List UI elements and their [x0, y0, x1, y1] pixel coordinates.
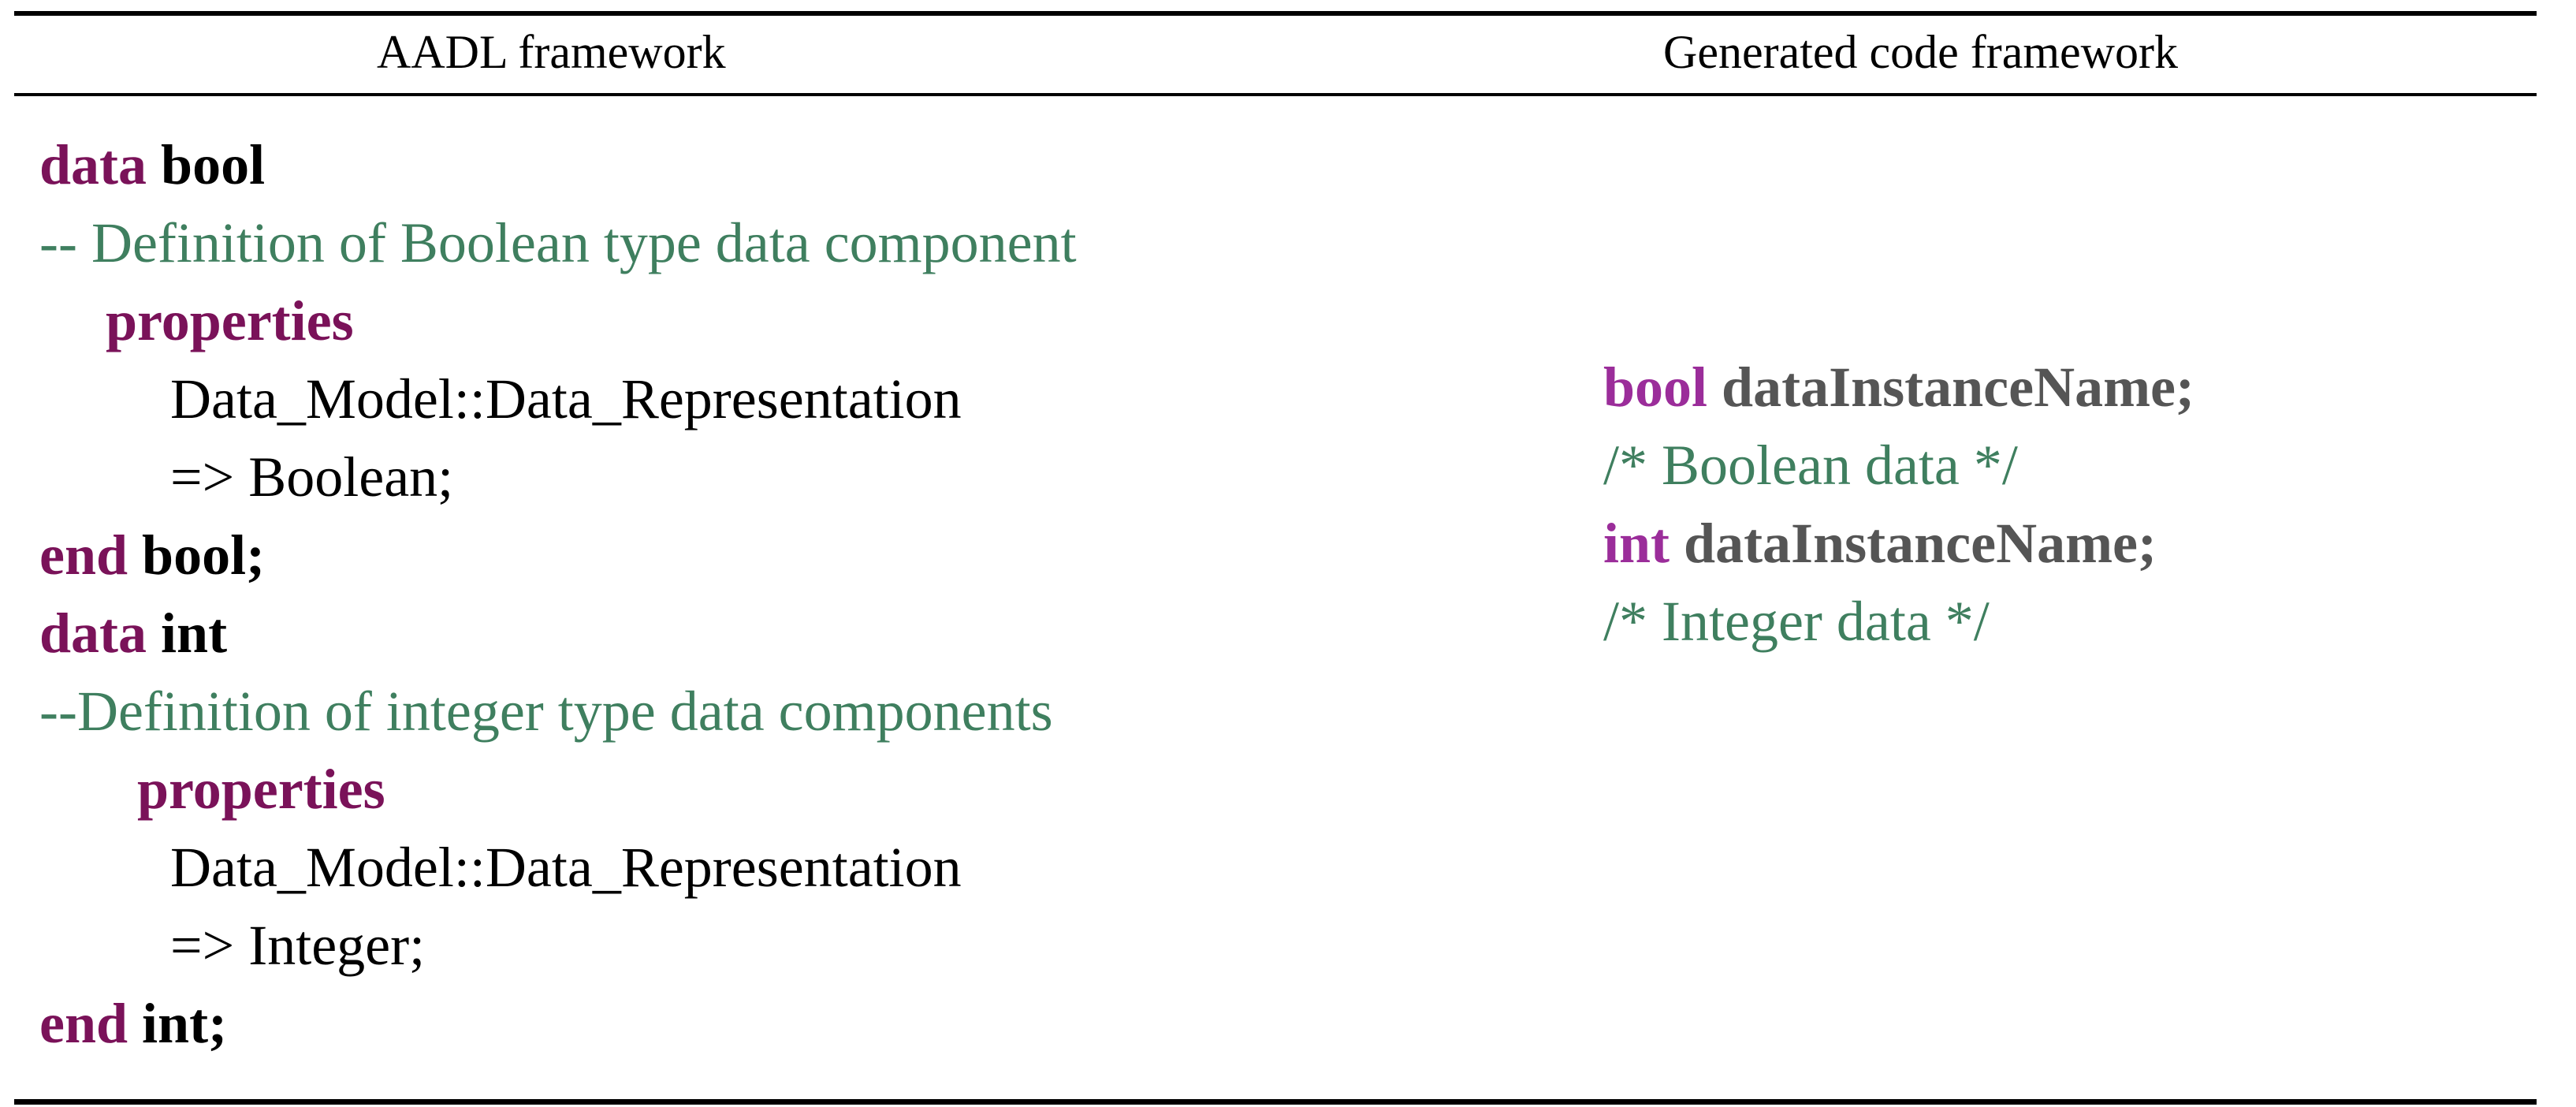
generated-line-bool-decl: bool dataInstanceName;	[1603, 348, 2194, 427]
aadl-property-value: => Integer;	[170, 914, 426, 977]
aadl-keyword: end	[39, 524, 128, 587]
c-keyword: int	[1603, 512, 1670, 575]
aadl-line-bool-property-value: => Boolean;	[39, 438, 1077, 516]
aadl-line-int-property-value: => Integer;	[39, 907, 1077, 985]
aadl-line-data-int: data int	[39, 594, 1077, 673]
aadl-line-end-int: end int;	[39, 985, 1077, 1063]
aadl-comment: -- Definition of Boolean type data compo…	[39, 211, 1077, 274]
aadl-line-int-property-name: Data_Model::Data_Representation	[39, 829, 1077, 907]
generated-line-int-decl: int dataInstanceName;	[1603, 505, 2194, 583]
aadl-line-data-bool: data bool	[39, 126, 1077, 204]
aadl-identifier: bool	[161, 133, 266, 196]
generated-code-block: bool dataInstanceName; /* Boolean data *…	[1603, 348, 2194, 661]
aadl-property-name: Data_Model::Data_Representation	[170, 367, 962, 430]
aadl-identifier: int;	[142, 992, 228, 1055]
aadl-keyword: properties	[106, 289, 354, 352]
column-header-generated-code: Generated code framework	[1663, 26, 2178, 78]
aadl-line-int-comment: --Definition of integer type data compon…	[39, 673, 1077, 751]
aadl-keyword: properties	[137, 758, 385, 821]
aadl-keyword: data	[39, 133, 147, 196]
aadl-property-value: => Boolean;	[170, 445, 454, 509]
c-identifier: dataInstanceName;	[1722, 356, 2194, 419]
aadl-keyword: end	[39, 992, 128, 1055]
c-comment: /* Integer data */	[1603, 590, 1990, 653]
c-keyword: bool	[1603, 356, 1708, 419]
aadl-code-block: data bool -- Definition of Boolean type …	[39, 126, 1077, 1063]
table-header-rule	[14, 93, 2537, 96]
aadl-identifier: int	[161, 602, 228, 665]
c-comment: /* Boolean data */	[1603, 434, 2018, 497]
column-header-aadl: AADL framework	[377, 26, 726, 78]
aadl-comment: --Definition of integer type data compon…	[39, 680, 1053, 743]
aadl-identifier: bool;	[142, 524, 266, 587]
aadl-line-bool-property-name: Data_Model::Data_Representation	[39, 360, 1077, 438]
aadl-keyword: data	[39, 602, 147, 665]
aadl-line-bool-properties: properties	[39, 282, 1077, 360]
aadl-line-bool-comment: -- Definition of Boolean type data compo…	[39, 204, 1077, 282]
aadl-line-int-properties: properties	[39, 751, 1077, 829]
table-bottom-rule	[14, 1099, 2537, 1105]
c-identifier: dataInstanceName;	[1684, 512, 2157, 575]
generated-line-bool-comment: /* Boolean data */	[1603, 427, 2194, 505]
generated-line-int-comment: /* Integer data */	[1603, 583, 2194, 661]
aadl-property-name: Data_Model::Data_Representation	[170, 836, 962, 899]
aadl-line-end-bool: end bool;	[39, 516, 1077, 594]
table-top-rule	[14, 11, 2537, 16]
